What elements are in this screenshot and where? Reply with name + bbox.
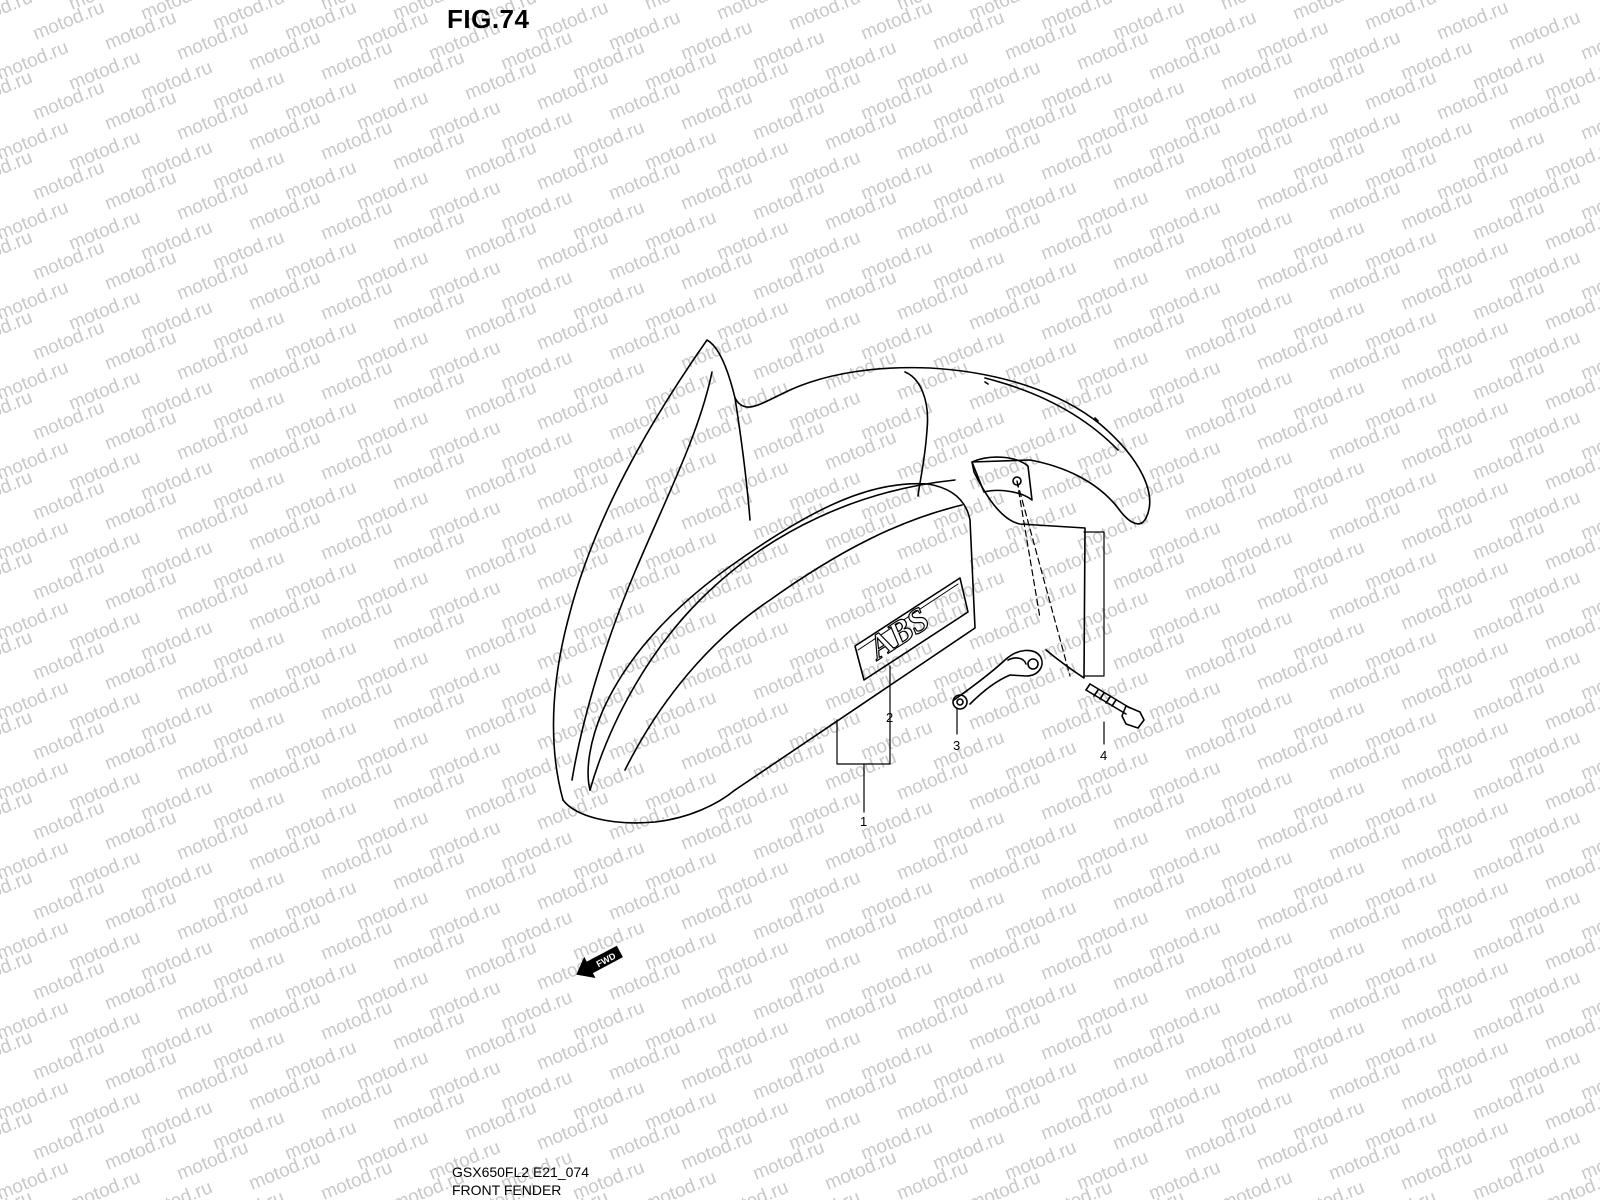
front-fender-drawing [552,339,1151,824]
callout-4: 4 [1100,748,1107,763]
callout-1: 1 [860,814,867,829]
callout-3: 3 [953,738,960,753]
leader-lines [836,531,1105,813]
fwd-direction-arrow: FWD [576,945,623,979]
figure-title: FIG.74 [447,4,530,34]
hose-clamp-bracket-drawing [952,649,1043,710]
mounting-guide-lines [1016,480,1071,677]
callout-2: 2 [886,710,893,725]
bolt-drawing [1085,683,1145,729]
figure-code: GSX650FL2 E21_074 [452,1164,589,1180]
abs-emblem-drawing [854,577,969,681]
figure-name: FRONT FENDER [452,1182,562,1198]
